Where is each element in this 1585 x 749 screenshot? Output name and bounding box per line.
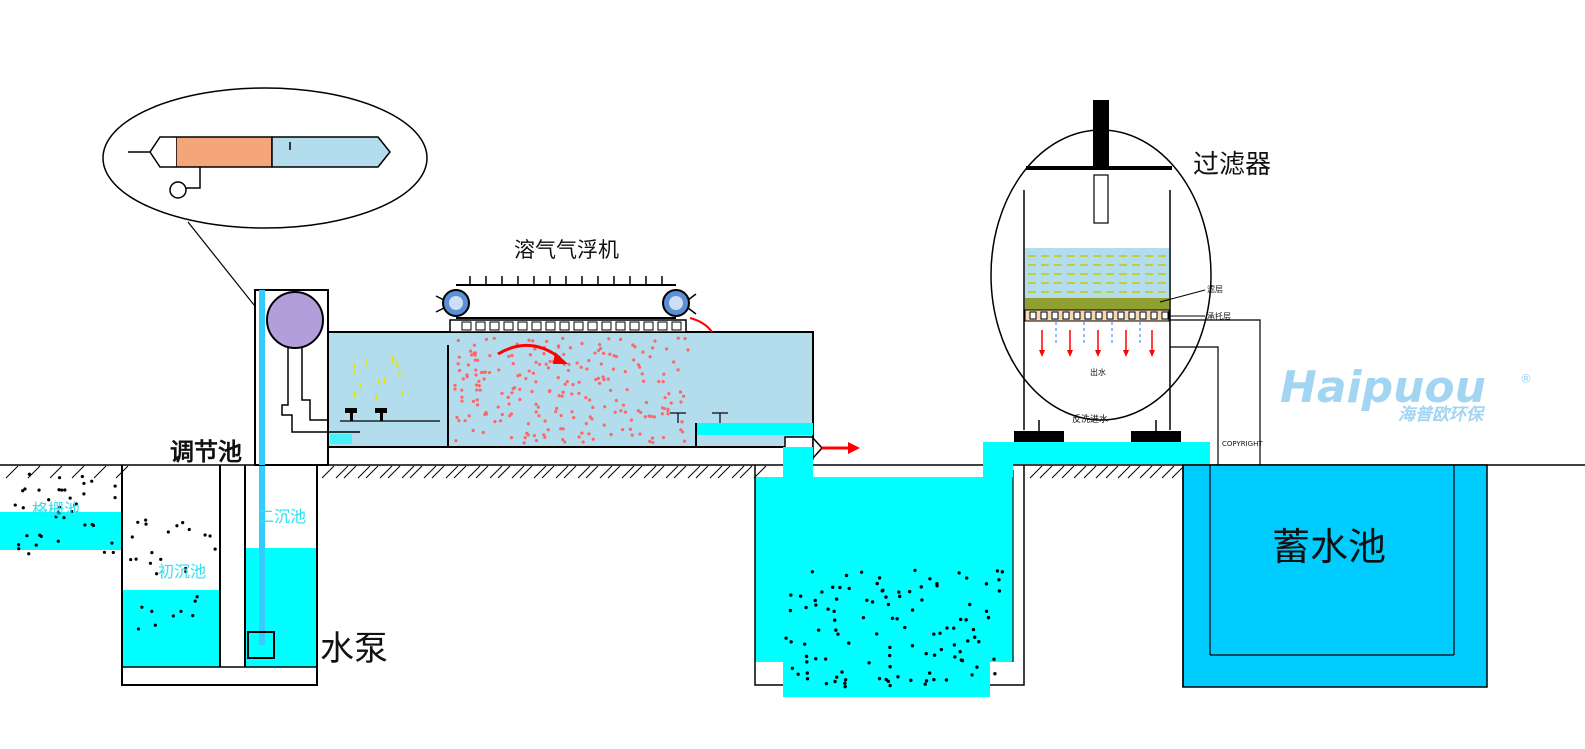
registered-mark: ® (1520, 372, 1532, 386)
copyright-label: COPYRIGHT (1222, 440, 1263, 448)
reservoir-label: 蓄水池 (1272, 525, 1386, 569)
settling-tanks: 格栅池 初沉池 二沉池 水泵 调节池 (0, 290, 388, 686)
logo-tagline: 海普欧环保 (1398, 405, 1486, 425)
brand-logo: Haipuou ® 海普欧环保 (1280, 362, 1532, 425)
middle-tank (754, 442, 1210, 697)
scraper-roller-icon (435, 289, 697, 317)
flow-arrow-icon (497, 343, 561, 360)
pump-detail-callout (102, 87, 428, 316)
daf-machine: 溶气气浮机 (327, 238, 860, 460)
pump-tower (254, 289, 329, 466)
regulating-tank-label: 调节池 (170, 438, 242, 466)
pump-label: 水泵 (320, 629, 388, 669)
filter-unit: 滤层 承托层 出水 反洗进水 COPYRIGHT 过滤器 (990, 100, 1271, 465)
grid-tank-label: 格栅池 (32, 500, 80, 519)
filter-bottom-label: 反洗进水 (1072, 413, 1108, 425)
secondary-settling-label: 二沉池 (258, 507, 306, 526)
daf-label: 溶气气浮机 (514, 238, 619, 262)
reservoir: 蓄水池 (1182, 464, 1488, 688)
pump-motor-icon (266, 291, 324, 349)
primary-settling-label: 初沉池 (158, 562, 206, 581)
logo-text: Haipuou (1280, 362, 1486, 413)
support-layer-label: 承托层 (1207, 311, 1231, 321)
filter-outlet-label: 出水 (1090, 367, 1106, 377)
filter-layer-label: 滤层 (1207, 284, 1223, 294)
pump-icon (247, 631, 275, 659)
filter-label: 过滤器 (1193, 150, 1271, 180)
